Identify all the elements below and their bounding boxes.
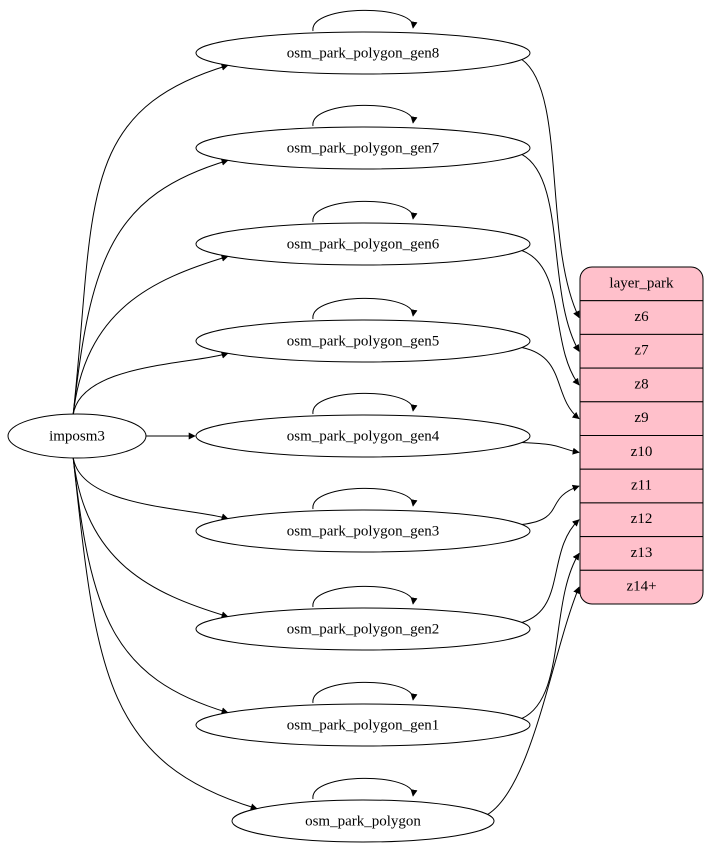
self-loop-edge xyxy=(312,297,418,320)
edges-from-imposm3 xyxy=(72,63,258,811)
edge-imposm3-to-osm_park_polygon_gen2 xyxy=(72,455,229,619)
table-row-label-z9: z9 xyxy=(634,410,648,426)
self-loop-edge xyxy=(312,777,418,800)
table-row-label-z8: z8 xyxy=(634,376,648,392)
node-label: osm_park_polygon_gen1 xyxy=(287,717,439,733)
node-label: osm_park_polygon_gen4 xyxy=(287,428,440,444)
table-row-cell xyxy=(580,569,703,604)
self-loop-edge xyxy=(312,585,418,608)
node-ellipse-shape xyxy=(195,509,531,553)
table-row-label-z12: z12 xyxy=(631,511,653,527)
node-ellipse-shape xyxy=(195,607,531,651)
node-osm_park_polygon[interactable]: osm_park_polygon xyxy=(231,799,495,843)
table-row-label-z11: z11 xyxy=(631,477,652,493)
edge-osm_park_polygon_gen1-to-z13 xyxy=(521,552,580,719)
node-osm_park_polygon_gen1[interactable]: osm_park_polygon_gen1 xyxy=(195,703,531,747)
source-ellipse-shape xyxy=(7,413,147,459)
edge-osm_park_polygon_gen6-to-z8 xyxy=(521,250,580,386)
node-ellipse-shape xyxy=(195,703,531,747)
node-ellipse-shape xyxy=(231,799,495,843)
node-label: osm_park_polygon_gen7 xyxy=(287,140,440,156)
table-row-cell xyxy=(580,333,703,369)
edge-imposm3-to-osm_park_polygon_gen7 xyxy=(72,158,229,417)
edges-to-layer-park xyxy=(487,59,580,815)
edge-imposm3-to-osm_park_polygon xyxy=(72,455,258,811)
edge-imposm3-to-osm_park_polygon_gen1 xyxy=(72,455,229,715)
node-osm_park_polygon_gen8[interactable]: osm_park_polygon_gen8 xyxy=(195,31,531,75)
self-loop-edge xyxy=(312,104,418,127)
node-label: osm_park_polygon xyxy=(305,813,421,829)
self-loop-edge xyxy=(312,9,418,32)
self-loop-edge xyxy=(312,200,418,223)
node-osm_park_polygon_gen3[interactable]: osm_park_polygon_gen3 xyxy=(195,509,531,553)
edge-osm_park_polygon_gen3-to-z11 xyxy=(521,484,580,526)
table-row-cell xyxy=(580,536,703,571)
node-ellipse-shape xyxy=(195,31,531,75)
node-osm_park_polygon_gen7[interactable]: osm_park_polygon_gen7 xyxy=(195,126,531,170)
table-row-label-z7: z7 xyxy=(634,343,649,359)
table-row-cell xyxy=(580,468,703,504)
node-ellipses: osm_park_polygon_gen8 osm_park_polygon_ge… xyxy=(195,31,531,843)
table-row-label-z14plus: z14+ xyxy=(626,579,656,595)
edge-imposm3-to-osm_park_polygon_gen3 xyxy=(72,455,229,521)
layer-park-table: layer_park z6 z7 z8 z9 z10 z11 z12 z13 z14+ xyxy=(579,266,704,605)
table-row-label-z6: z6 xyxy=(634,309,649,325)
edge-imposm3-to-osm_park_polygon_gen6 xyxy=(72,254,229,417)
source-node: imposm3 xyxy=(7,413,147,459)
node-osm_park_polygon_gen5[interactable]: osm_park_polygon_gen5 xyxy=(195,319,531,363)
node-label: osm_park_polygon_gen6 xyxy=(287,236,440,252)
node-label: osm_park_polygon_gen2 xyxy=(287,621,439,637)
edge-osm_park_polygon_gen5-to-z9 xyxy=(521,346,580,420)
node-osm_park_polygon_gen6[interactable]: osm_park_polygon_gen6 xyxy=(195,222,531,266)
table-header-label: layer_park xyxy=(609,275,674,291)
edge-osm_park_polygon_gen2-to-z12 xyxy=(521,519,580,623)
table-row-cell xyxy=(580,502,703,538)
edge-imposm3-to-osm_park_polygon_gen8 xyxy=(72,63,229,417)
edge-osm_park_polygon_gen4-to-z10 xyxy=(521,441,580,455)
node-label: osm_park_polygon_gen8 xyxy=(287,45,439,61)
node-ellipse-shape xyxy=(195,319,531,363)
node-osm_park_polygon_gen4[interactable]: osm_park_polygon_gen4 xyxy=(195,414,531,458)
node-ellipse-shape xyxy=(195,414,531,458)
table-row-label-z13: z13 xyxy=(631,545,653,561)
node-imposm3[interactable]: imposm3 xyxy=(7,413,147,459)
edge-osm_park_polygon_gen7-to-z7 xyxy=(521,154,580,352)
node-label: osm_park_polygon_gen5 xyxy=(287,333,439,349)
source-node-label: imposm3 xyxy=(49,428,105,444)
self-loop-edge xyxy=(312,392,418,415)
self-loop-edge xyxy=(312,487,418,510)
node-osm_park_polygon_gen2[interactable]: osm_park_polygon_gen2 xyxy=(195,607,531,651)
table-row-label-z10: z10 xyxy=(631,444,653,460)
edge-imposm3-to-osm_park_polygon_gen5 xyxy=(72,351,229,417)
self-loop-edges xyxy=(312,9,418,800)
self-loop-edge xyxy=(312,681,418,704)
table-row-cell xyxy=(580,435,703,470)
edge-osm_park_polygon-to-z14plus xyxy=(487,586,580,815)
node-ellipse-shape xyxy=(195,222,531,266)
node-ellipse-shape xyxy=(195,126,531,170)
edge-osm_park_polygon_gen8-to-z6 xyxy=(521,59,580,319)
node-label: osm_park_polygon_gen3 xyxy=(287,523,439,539)
table-row-cell xyxy=(580,401,703,436)
